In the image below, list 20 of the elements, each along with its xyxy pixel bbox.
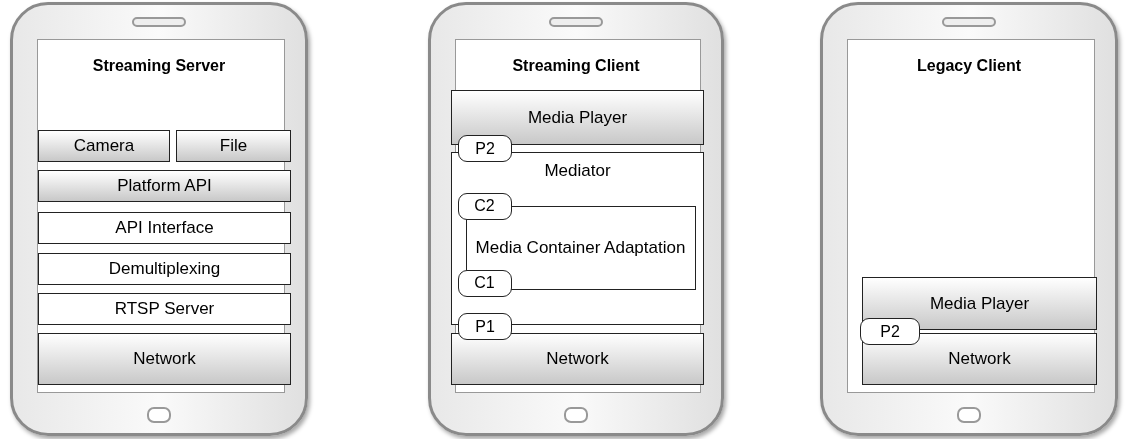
layer-box: RTSP Server: [38, 293, 291, 325]
phone-heading: Streaming Server: [91, 57, 227, 75]
layer-box: Platform API: [38, 170, 291, 202]
port-tag: C2: [457, 192, 512, 220]
port-tag: P2: [458, 135, 512, 162]
phone-heading: Legacy Client: [916, 57, 1022, 75]
phone-heading: Streaming Client: [511, 57, 641, 75]
layer-box: Demultiplexing: [38, 253, 291, 285]
port-tag: P1: [458, 313, 512, 340]
layer-box: API Interface: [38, 212, 291, 244]
phone-frame: [428, 2, 724, 436]
port-tag: P2: [860, 318, 920, 345]
layer-box: Camera: [38, 130, 170, 162]
phone-frame: [10, 2, 308, 436]
layer-box: File: [176, 130, 291, 162]
box-title: Mediator: [543, 161, 612, 181]
phone-frame: [820, 2, 1118, 436]
layer-box: Network: [38, 333, 291, 385]
port-tag: C1: [457, 269, 512, 297]
layer-box: Network: [451, 333, 704, 385]
